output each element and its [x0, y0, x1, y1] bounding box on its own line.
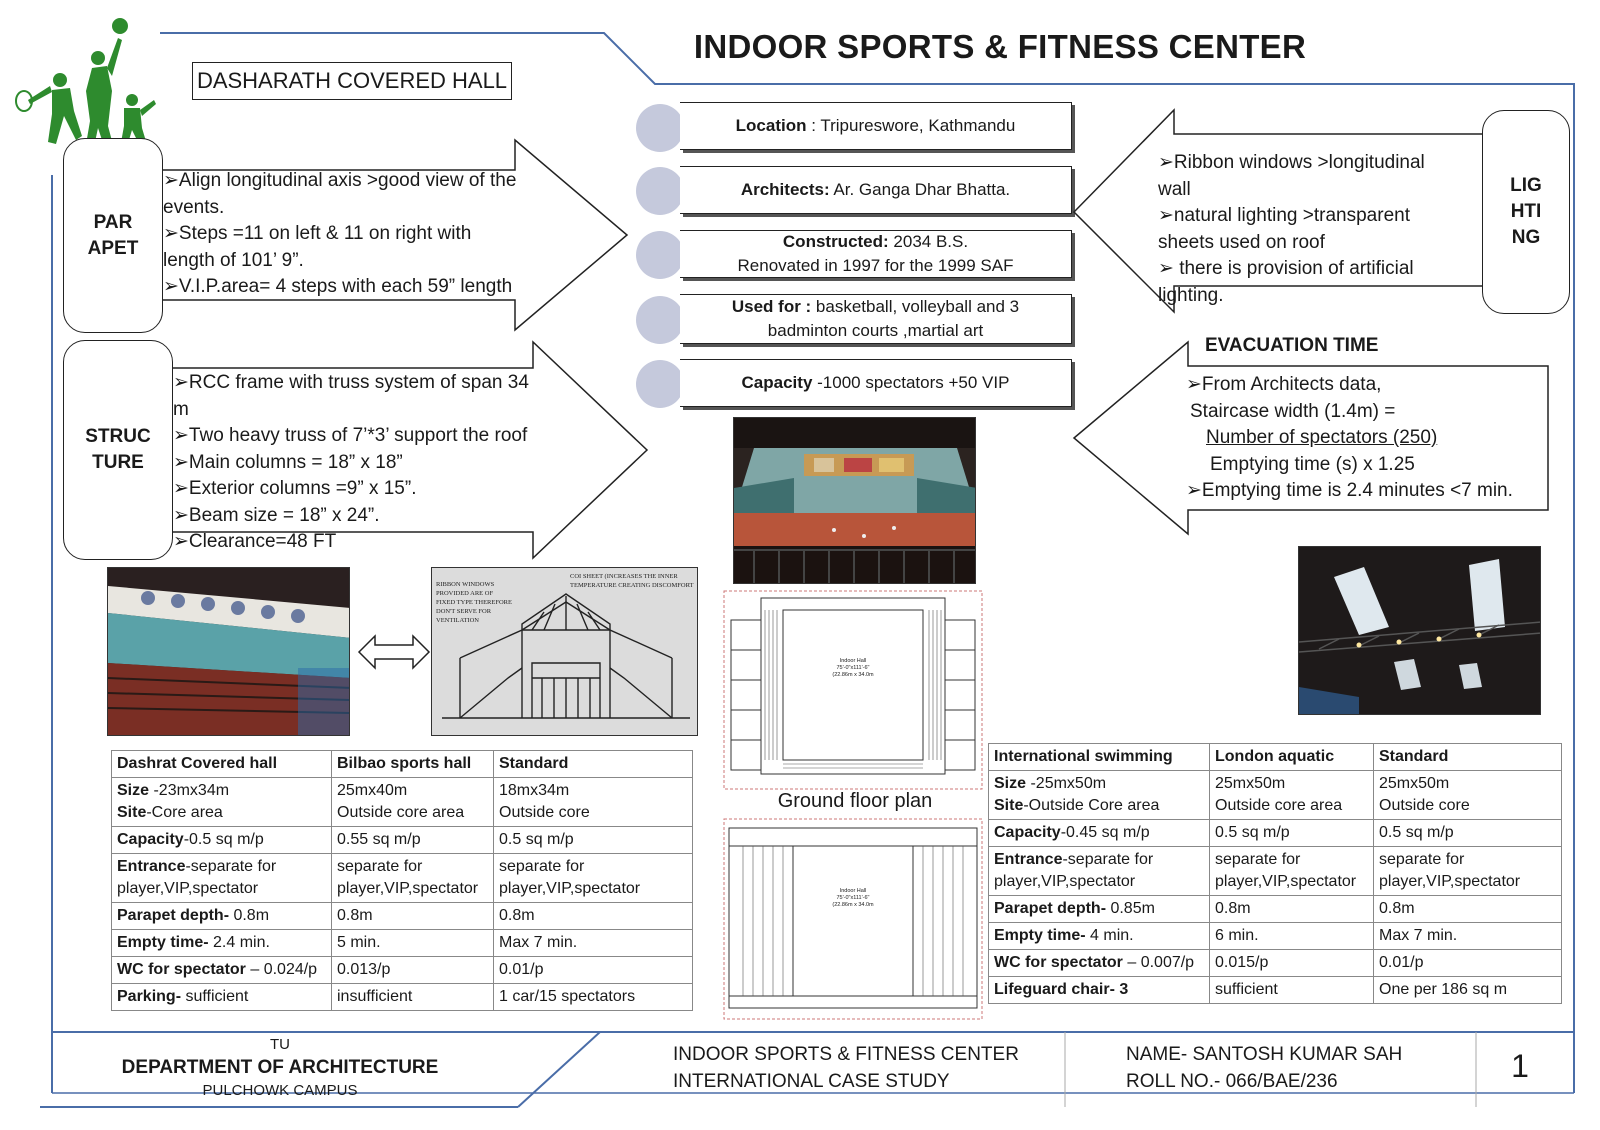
parapet-label: PAR APET: [63, 138, 163, 333]
table-row: Capacity-0.5 sq m/p 0.55 sq m/p 0.5 sq m…: [111, 826, 693, 854]
footer-institution: TU DEPARTMENT OF ARCHITECTURE PULCHOWK C…: [121, 1036, 439, 1099]
section-note-left: RIBBON WINDOWS PROVIDED ARE OF FIXED TYP…: [436, 581, 512, 624]
table-header: Standard: [1373, 743, 1562, 771]
constructed-bullet: [636, 231, 684, 279]
table-header-row: International swimming London aquatic St…: [988, 743, 1562, 771]
capacity-bullet: [636, 360, 684, 408]
architects-bullet: [636, 167, 684, 215]
used-for-bullet: [636, 296, 684, 344]
page-number: 1: [1511, 1048, 1529, 1084]
structure-label: STRUC TURE: [63, 340, 173, 560]
table-row: Parking- sufficient insufficient 1 car/1…: [111, 983, 693, 1011]
upper-floor-plan-drawing: Indoor Hall 75'-0"x111'-6" (22.86m x 34.…: [723, 818, 983, 1020]
table-header: International swimming: [988, 743, 1210, 771]
footer-project: INDOOR SPORTS & FITNESS CENTER INTERNATI…: [673, 1044, 1019, 1092]
architects-box: Architects: Ar. Ganga Dhar Bhatta.: [680, 166, 1072, 214]
stands-photo: [107, 567, 350, 736]
location-bullet: [636, 104, 684, 152]
plan-hall-label: Indoor Hall 75'-0"x111'-6" (22.86m x 34.…: [832, 658, 874, 678]
table-row: WC for spectator – 0.007/p 0.015/p 0.01/…: [988, 949, 1562, 977]
lighting-points: ➢Ribbon windows >longitudinal wall ➢natu…: [1158, 152, 1425, 306]
structure-points: ➢RCC frame with truss system of span 34 …: [173, 372, 529, 552]
used-for-box: Used for : basketball, volleyball and 3 …: [680, 294, 1072, 344]
ground-floor-label: Ground floor plan: [777, 790, 933, 812]
court-interior-photo: [733, 417, 976, 584]
location-box: Location : Tripureswore, Kathmandu: [680, 102, 1072, 150]
table-row: Lifeguard chair- 3 sufficient One per 18…: [988, 976, 1562, 1004]
table-header: London aquatic: [1209, 743, 1374, 771]
footer-student: NAME- SANTOSH KUMAR SAH ROLL NO.- 066/BA…: [1126, 1044, 1403, 1092]
table-row: Parapet depth- 0.8m 0.8m 0.8m: [111, 902, 693, 930]
roof-lighting-photo: [1298, 546, 1541, 715]
constructed-box: Constructed: 2034 B.S. Renovated in 1997…: [680, 230, 1072, 278]
parapet-arrow-shape: [156, 138, 629, 332]
table-header: Standard: [493, 750, 693, 778]
table-row: Empty time- 2.4 min. 5 min. Max 7 min.: [111, 929, 693, 957]
table-row: Capacity-0.45 sq m/p 0.5 sq m/p 0.5 sq m…: [988, 819, 1562, 847]
section-drawing: RIBBON WINDOWS PROVIDED ARE OF FIXED TYP…: [431, 567, 698, 736]
table-row: Empty time- 4 min. 6 min. Max 7 min.: [988, 922, 1562, 950]
table-header-row: Dashrat Covered hall Bilbao sports hall …: [111, 750, 693, 778]
table-header: Dashrat Covered hall: [111, 750, 332, 778]
plan-hall-label-upper: Indoor Hall 75'-0"x111'-6" (22.86m x 34.…: [832, 888, 874, 908]
page-title: INDOOR SPORTS & FITNESS CENTER: [693, 28, 1307, 65]
evacuation-title: EVACUATION TIME: [1205, 335, 1379, 356]
capacity-box: Capacity -1000 spectators +50 VIP: [680, 359, 1072, 407]
evacuation-lines: ➢From Architects data, Staircase width (…: [1186, 374, 1513, 501]
hall-name-box: DASHARATH COVERED HALL: [192, 62, 512, 100]
table-header: Bilbao sports hall: [331, 750, 494, 778]
comparison-table-halls: Dashrat Covered hall Bilbao sports hall …: [111, 750, 693, 1011]
evacuation-arrow-shape: [1072, 340, 1549, 536]
lighting-label: LIG HTI NG: [1482, 110, 1570, 314]
ground-floor-plan-drawing: Indoor Hall 75'-0"x111'-6" (22.86m x 34.…: [723, 590, 983, 790]
table-row: Parapet depth- 0.85m 0.8m 0.8m: [988, 895, 1562, 923]
structure-arrow-shape: [166, 340, 649, 560]
table-row: WC for spectator – 0.024/p 0.013/p 0.01/…: [111, 956, 693, 984]
section-note-top: COI SHEET (INCREASES THE INNER TEMPERATU…: [570, 573, 694, 589]
comparison-table-swimming: International swimming London aquatic St…: [988, 743, 1562, 1004]
double-arrow-icon: [357, 634, 431, 670]
parapet-points: ➢Align longitudinal axis >good view of t…: [163, 170, 517, 297]
sports-logo-icon: [15, 18, 156, 158]
